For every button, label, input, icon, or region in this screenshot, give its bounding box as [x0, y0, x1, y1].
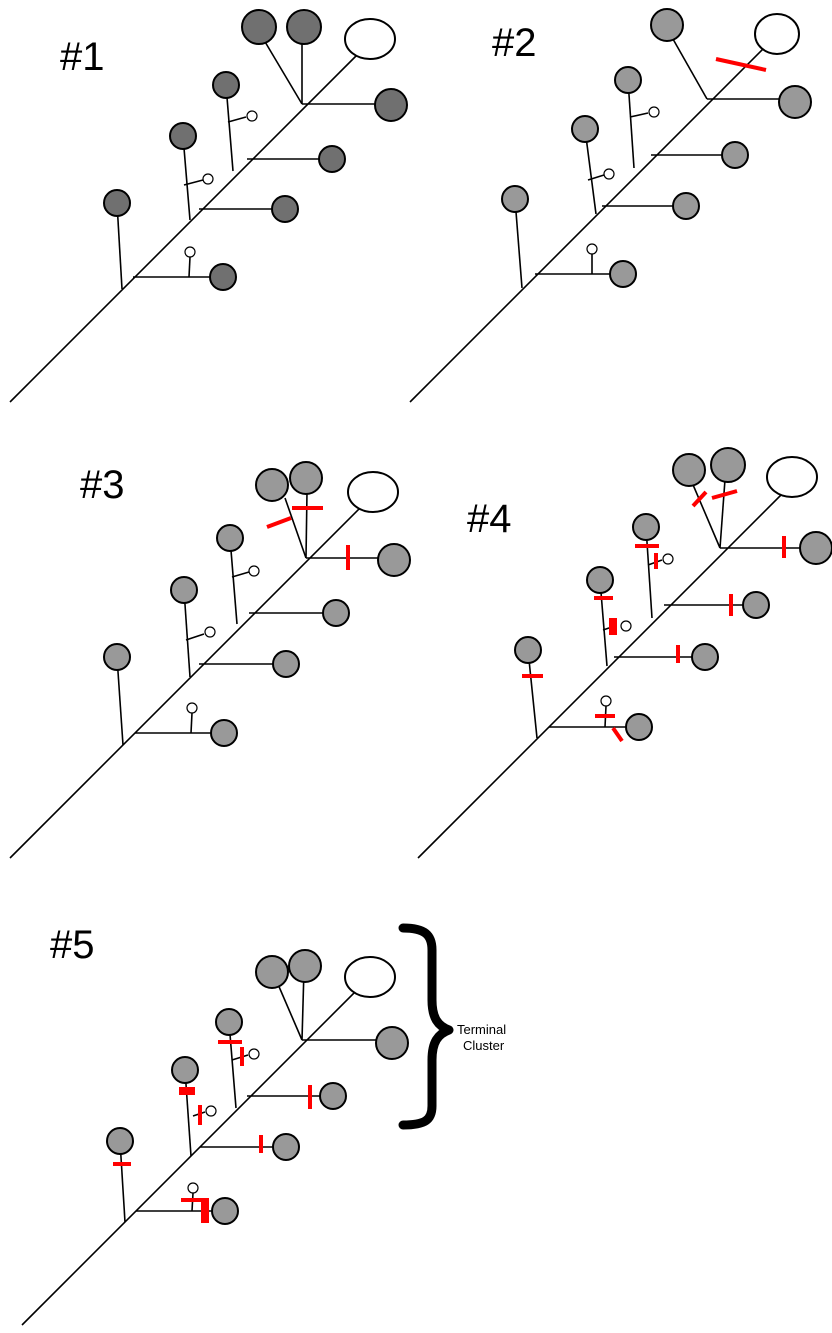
panel-2: #2	[409, 8, 812, 403]
panel-1-label: #1	[60, 35, 105, 79]
terminal-cluster-label-line1: Terminal	[457, 1022, 506, 1037]
small-bud-node	[620, 620, 632, 632]
small-bud-node	[187, 1182, 199, 1194]
lateral-bud-node	[103, 643, 131, 671]
small-bud-node	[202, 173, 214, 185]
panel-1: #1	[9, 9, 408, 403]
lateral-bud-node	[241, 9, 277, 45]
lateral-bud-node	[171, 1056, 199, 1084]
panel-2-nodes	[501, 8, 812, 288]
pruning-cut-mark	[691, 490, 708, 508]
lateral-bud-node	[271, 195, 299, 223]
lateral-bud-node	[710, 447, 746, 483]
small-bud-node	[603, 168, 615, 180]
lateral-bud-node	[614, 66, 642, 94]
lateral-bud-node	[209, 263, 237, 291]
terminal-bud-node	[754, 13, 800, 55]
panel-3: #3	[9, 461, 411, 859]
panel-3-nodes	[103, 461, 411, 747]
small-bud-node	[648, 106, 660, 118]
lateral-bud-node	[272, 1133, 300, 1161]
panel-1-stems	[9, 29, 380, 403]
lateral-bud-node	[289, 461, 323, 495]
lateral-bud-node	[778, 85, 812, 119]
lateral-bud-node	[691, 643, 719, 671]
panel-5-nodes	[106, 949, 409, 1225]
small-bud-node	[600, 695, 612, 707]
small-bud-node	[248, 565, 260, 577]
lateral-bud-node	[210, 719, 238, 747]
lateral-bud-node	[216, 524, 244, 552]
lateral-bud-node	[514, 636, 542, 664]
panel-5-label: #5	[50, 923, 95, 967]
lateral-bud-node	[288, 949, 322, 983]
panel-5-cuts	[113, 1040, 312, 1223]
panel-4-cuts	[522, 489, 786, 743]
lateral-bud-node	[286, 9, 322, 45]
lateral-bud-node	[212, 71, 240, 99]
lateral-bud-node	[322, 599, 350, 627]
panel-5: #5	[21, 923, 506, 1326]
lateral-bud-node	[650, 8, 684, 42]
lateral-bud-node	[632, 513, 660, 541]
lateral-bud-node	[215, 1008, 243, 1036]
lateral-bud-node	[742, 591, 770, 619]
small-bud-node	[204, 626, 216, 638]
pruning-cut-mark	[266, 516, 292, 529]
lateral-bud-node	[571, 115, 599, 143]
panel-5-stems	[21, 968, 380, 1326]
small-bud-node	[186, 702, 198, 714]
panel-4: #4	[417, 447, 832, 859]
panel-3-stems	[9, 491, 381, 859]
pruning-cut-mark	[611, 726, 624, 743]
small-bud-node	[184, 246, 196, 258]
small-bud-node	[662, 553, 674, 565]
lateral-bud-node	[211, 1197, 239, 1225]
lateral-bud-node	[625, 713, 653, 741]
lateral-bud-node	[255, 468, 289, 502]
lateral-bud-node	[170, 576, 198, 604]
lateral-bud-node	[319, 1082, 347, 1110]
lateral-bud-node	[377, 543, 411, 577]
lateral-bud-node	[375, 1026, 409, 1060]
terminal-cluster-label-line2: Cluster	[463, 1038, 505, 1053]
panel-4-label: #4	[467, 497, 512, 541]
lateral-bud-node	[255, 955, 289, 989]
panel-3-cuts	[266, 506, 350, 570]
panel-2-stems	[409, 24, 783, 403]
lateral-bud-node	[586, 566, 614, 594]
terminal-bud-node	[344, 18, 396, 60]
small-bud-node	[248, 1048, 260, 1060]
terminal-cluster-brace	[398, 923, 454, 1130]
panel-1-nodes	[103, 9, 408, 291]
lateral-bud-node	[672, 453, 706, 487]
lateral-bud-node	[272, 650, 300, 678]
terminal-bud-node	[344, 956, 396, 998]
lateral-bud-node	[609, 260, 637, 288]
lateral-bud-node	[103, 189, 131, 217]
lateral-bud-node	[169, 122, 197, 150]
panel-4-nodes	[514, 447, 832, 741]
lateral-bud-node	[318, 145, 346, 173]
panel-2-label: #2	[492, 21, 537, 65]
terminal-bud-node	[766, 456, 818, 498]
lateral-bud-node	[501, 185, 529, 213]
pruning-cut-mark	[711, 489, 738, 500]
lateral-bud-node	[799, 531, 832, 565]
lateral-bud-node	[106, 1127, 134, 1155]
panel-3-label: #3	[80, 463, 125, 507]
small-bud-node	[246, 110, 258, 122]
small-bud-node	[205, 1105, 217, 1117]
small-bud-node	[586, 243, 598, 255]
lateral-bud-node	[374, 88, 408, 122]
pruning-cut-mark	[715, 57, 767, 72]
lateral-bud-node	[721, 141, 749, 169]
lateral-bud-node	[672, 192, 700, 220]
terminal-bud-node	[347, 471, 399, 513]
